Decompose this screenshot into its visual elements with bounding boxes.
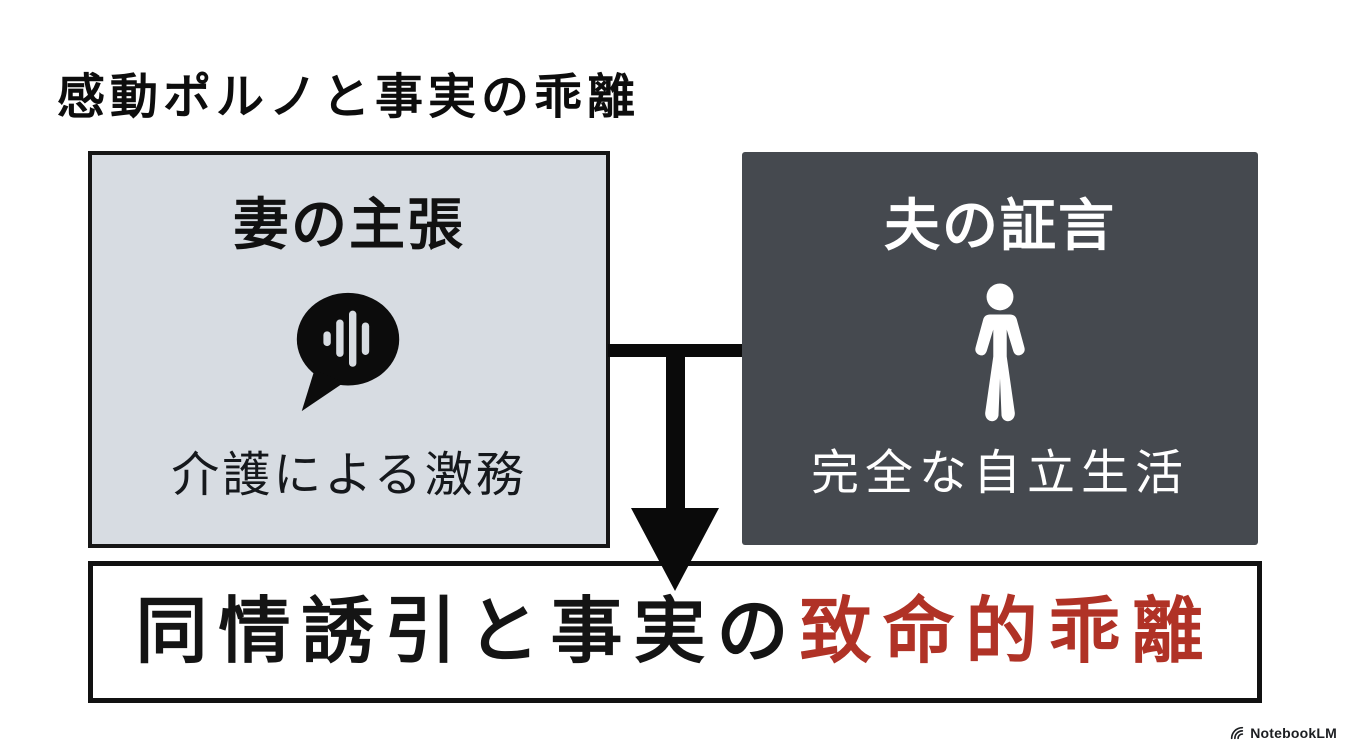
notebooklm-logo: NotebookLM [1229,725,1337,741]
husband-box-body: 完全な自立生活 [810,447,1189,500]
conclusion-text-red: 致命的乖離 [799,592,1215,672]
wife-box-header: 妻の主張 [233,193,465,256]
wife-box-body: 介護による激務 [171,449,527,502]
conclusion-text-black: 同情誘引と事実の [135,592,800,672]
wife-claim-box: 妻の主張 介護による激務 [88,151,610,548]
slide-title: 感動ポルノと事実の乖離 [57,71,641,125]
husband-testimony-box: 夫の証言 完全な自立生活 [742,152,1258,545]
husband-box-header: 夫の証言 [884,194,1116,257]
notebooklm-icon [1229,725,1245,741]
speech-bubble-voice-icon [285,287,413,422]
notebooklm-label: NotebookLM [1250,725,1337,741]
merge-down-arrow-icon [608,344,742,596]
conclusion-text: 同情誘引と事実の致命的乖離 [135,596,1214,668]
standing-person-icon [958,278,1042,435]
